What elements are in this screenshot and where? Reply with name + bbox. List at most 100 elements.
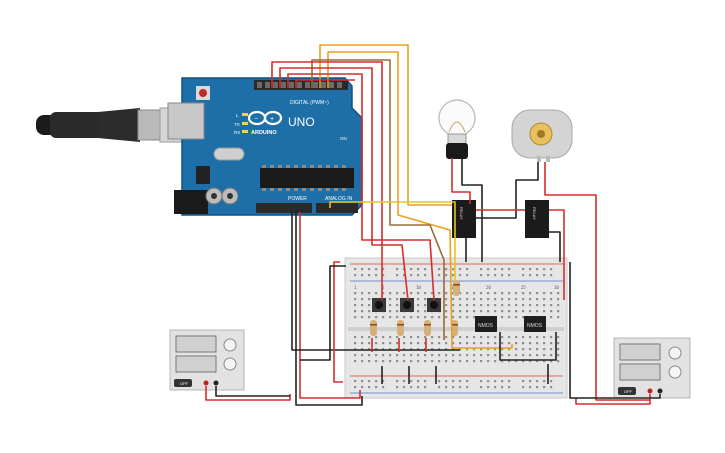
breadboard-hole — [557, 310, 560, 313]
digital-label: DIGITAL (PWM~) — [290, 100, 329, 106]
breadboard-hole — [403, 360, 406, 363]
breadboard-hole — [529, 292, 532, 295]
breadboard-hole — [452, 348, 455, 351]
breadboard-hole — [368, 348, 371, 351]
breadboard-hole — [522, 386, 525, 389]
breadboard-hole — [480, 304, 483, 307]
breadboard-hole — [368, 354, 371, 357]
psu-right-off: OFF — [624, 389, 633, 394]
breadboard-hole — [424, 380, 427, 383]
pushbutton-2[interactable] — [400, 298, 414, 312]
breadboard-hole — [550, 268, 553, 271]
breadboard-hole — [424, 348, 427, 351]
breadboard-hole — [354, 360, 357, 363]
breadboard-hole — [536, 304, 539, 307]
breadboard-hole — [354, 354, 357, 357]
breadboard-hole — [508, 268, 511, 271]
breadboard-hole — [557, 348, 560, 351]
relay-1-label: RELAY — [459, 207, 464, 220]
arduino-brand: ARDUINO — [251, 130, 277, 136]
breadboard-hole — [389, 342, 392, 345]
breadboard-hole — [417, 298, 420, 301]
breadboard-hole — [543, 348, 546, 351]
breadboard-hole — [382, 380, 385, 383]
breadboard-hole — [438, 316, 441, 319]
breadboard-hole — [417, 310, 420, 313]
breadboard-hole — [480, 310, 483, 313]
breadboard-hole — [375, 342, 378, 345]
arduino-uno: DIGITAL (PWM~) − + ARDUINO UNO TX RX L — [167, 77, 363, 216]
breadboard-hole — [508, 380, 511, 383]
breadboard-hole — [375, 274, 378, 277]
breadboard-hole — [452, 274, 455, 277]
breadboard-hole — [543, 386, 546, 389]
breadboard-hole — [550, 360, 553, 363]
breadboard-hole — [543, 354, 546, 357]
breadboard-hole — [389, 316, 392, 319]
rx-label: RX — [234, 130, 240, 135]
breadboard-hole — [445, 292, 448, 295]
breadboard-hole — [438, 292, 441, 295]
breadboard-hole — [515, 348, 518, 351]
breadboard-hole — [487, 268, 490, 271]
breadboard-hole — [466, 310, 469, 313]
arduino-logo: − + — [247, 110, 283, 126]
breadboard-hole — [557, 316, 560, 319]
on-label: ON — [340, 136, 347, 141]
breadboard-hole — [543, 380, 546, 383]
breadboard-hole — [410, 292, 413, 295]
breadboard-hole — [550, 310, 553, 313]
breadboard-hole — [396, 386, 399, 389]
breadboard-hole — [403, 342, 406, 345]
wire-black-gnd2 — [291, 212, 460, 351]
pushbutton-3[interactable] — [427, 298, 441, 312]
breadboard-hole — [410, 316, 413, 319]
breadboard-hole — [438, 354, 441, 357]
breadboard-hole — [508, 354, 511, 357]
relay-2-label: RELAY — [532, 207, 537, 220]
breadboard-hole — [403, 336, 406, 339]
wire-yellow — [329, 201, 456, 280]
breadboard-hole — [466, 274, 469, 277]
breadboard-hole — [354, 292, 357, 295]
breadboard-hole — [445, 336, 448, 339]
breadboard-hole — [473, 292, 476, 295]
breadboard-hole — [361, 274, 364, 277]
breadboard-hole — [438, 336, 441, 339]
breadboard-hole — [515, 310, 518, 313]
bb-col-25: 25 — [521, 285, 526, 290]
breadboard-hole — [529, 336, 532, 339]
breadboard-hole — [424, 268, 427, 271]
breadboard-hole — [417, 274, 420, 277]
breadboard-hole — [361, 354, 364, 357]
breadboard-hole — [508, 304, 511, 307]
pushbutton-1[interactable] — [372, 298, 386, 312]
mosfet-1: NMOS — [475, 316, 497, 332]
breadboard-hole — [543, 336, 546, 339]
breadboard-hole — [361, 292, 364, 295]
breadboard-hole — [361, 342, 364, 345]
wire-relay2-red — [549, 209, 565, 300]
breadboard-hole — [466, 292, 469, 295]
breadboard-hole — [515, 360, 518, 363]
breadboard-hole — [403, 316, 406, 319]
breadboard-hole — [382, 292, 385, 295]
breadboard-hole — [501, 360, 504, 363]
breadboard-hole — [508, 298, 511, 301]
breadboard-hole — [480, 342, 483, 345]
breadboard-hole — [473, 316, 476, 319]
tx-label: TX — [234, 122, 240, 127]
breadboard-hole — [508, 310, 511, 313]
breadboard-hole — [487, 304, 490, 307]
breadboard-hole — [382, 268, 385, 271]
breadboard-hole — [501, 310, 504, 313]
breadboard-hole — [529, 360, 532, 363]
psu-left-off: OFF — [180, 381, 189, 386]
breadboard-hole — [557, 292, 560, 295]
breadboard-hole — [375, 386, 378, 389]
breadboard-hole — [424, 336, 427, 339]
breadboard-hole — [466, 354, 469, 357]
breadboard-hole — [431, 348, 434, 351]
breadboard-hole — [557, 298, 560, 301]
breadboard-hole — [417, 336, 420, 339]
